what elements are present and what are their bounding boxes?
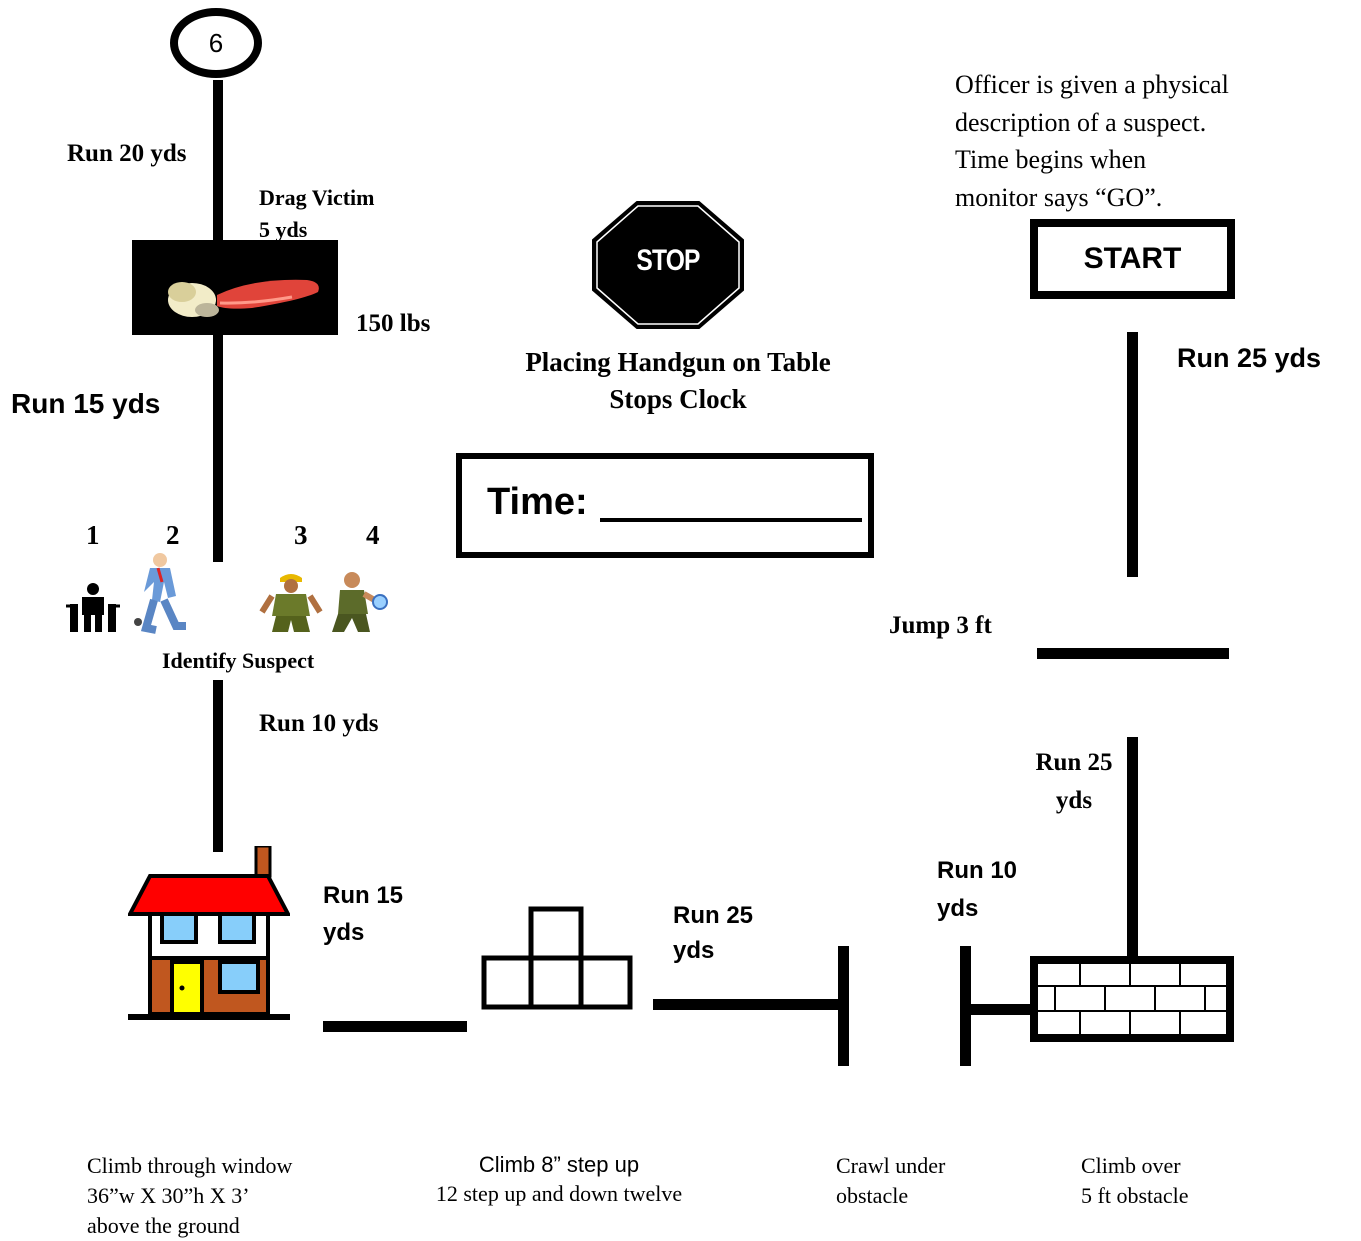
label-run-15-house: Run 15 yds — [323, 877, 403, 951]
path-segment-house-steps — [323, 1021, 467, 1032]
time-box[interactable]: Time: — [456, 453, 874, 558]
label-run-10-left: Run 10 yds — [259, 710, 379, 737]
stop-caption-line1: Placing Handgun on Table — [525, 347, 831, 377]
suspect-number-4: 4 — [366, 520, 380, 550]
label-run-25-right-line1: Run 25 — [1035, 749, 1113, 776]
path-segment-post-wall — [960, 1004, 1034, 1015]
path-segment-top — [213, 80, 223, 275]
path-segment-right-lower — [1127, 737, 1138, 959]
caption-crawl: Crawl under obstacle — [836, 1153, 946, 1208]
label-run-15-house-line2: yds — [323, 919, 365, 946]
suspect-number-2: 2 — [166, 520, 180, 550]
caption-step-line1: Climb 8” step up — [478, 1152, 640, 1177]
victim-pin — [213, 240, 223, 272]
start-instructions: Officer is given a physical description … — [955, 70, 1229, 212]
path-segment-lower — [213, 680, 223, 852]
stop-sign-text: STOP — [636, 244, 700, 277]
label-run-25-mid-line2: yds — [673, 937, 715, 964]
jump-bar — [1037, 648, 1229, 659]
caption-window: Climb through window 36”w X 30”h X 3’ ab… — [87, 1153, 293, 1238]
suspect-2-figure — [130, 552, 192, 636]
label-run-15-left: Run 15 yds — [11, 388, 161, 419]
stop-sign-icon — [591, 200, 745, 330]
label-run-10-right-line2: yds — [937, 895, 979, 922]
steps-icon — [481, 906, 633, 1010]
time-entry-line[interactable] — [600, 518, 862, 522]
drag-victim-title: Drag Victim 5 yds — [259, 182, 374, 246]
label-run-25-mid-line1: Run 25 — [673, 902, 754, 929]
suspect-4-figure — [326, 568, 390, 636]
house-icon — [126, 844, 292, 1022]
drag-victim-line2: 5 yds — [259, 217, 308, 242]
start-label: START — [1083, 242, 1182, 275]
identify-suspect-caption: Identify Suspect — [162, 648, 315, 673]
station-number: 6 — [208, 27, 224, 58]
drag-victim-line1: Drag Victim — [259, 185, 375, 210]
label-run-10-right-line1: Run 10 — [937, 857, 1018, 884]
start-box: START — [1030, 219, 1235, 299]
brick-wall-icon — [1030, 956, 1234, 1042]
suspect-1-figure — [62, 582, 124, 634]
label-run-15-house-line1: Run 15 — [323, 882, 404, 909]
victim-weight: 150 lbs — [356, 310, 431, 337]
suspect-number-3: 3 — [294, 520, 308, 550]
label-jump: Jump 3 ft — [889, 612, 992, 639]
caption-step-line2: 12 step up and down twelve — [435, 1181, 683, 1206]
label-run-20: Run 20 yds — [67, 140, 187, 167]
label-run-25-right: Run 25 yds — [1026, 744, 1122, 820]
caption-climb: Climb over 5 ft obstacle — [1081, 1153, 1189, 1208]
label-run-25-top: Run 25 yds — [1177, 343, 1322, 373]
label-run-10-right: Run 10 yds — [937, 852, 1017, 928]
victim-image — [132, 240, 338, 335]
stop-caption: Placing Handgun on Table Stops Clock — [478, 344, 878, 418]
label-run-25-mid: Run 25 yds — [673, 898, 753, 968]
label-run-25-right-line2: yds — [1055, 787, 1093, 814]
stop-caption-line2: Stops Clock — [609, 384, 747, 414]
suspect-3-figure — [258, 572, 324, 636]
caption-step: Climb 8” step up 12 step up and down twe… — [411, 1151, 707, 1209]
suspect-number-1: 1 — [86, 520, 100, 550]
time-label: Time: — [487, 481, 588, 523]
path-segment-steps-crawl — [653, 999, 845, 1010]
crawl-obstacle-post — [838, 946, 849, 1066]
path-segment-right-upper — [1127, 332, 1138, 577]
station-circle: 6 — [170, 8, 262, 78]
path-segment-upper — [213, 330, 223, 562]
